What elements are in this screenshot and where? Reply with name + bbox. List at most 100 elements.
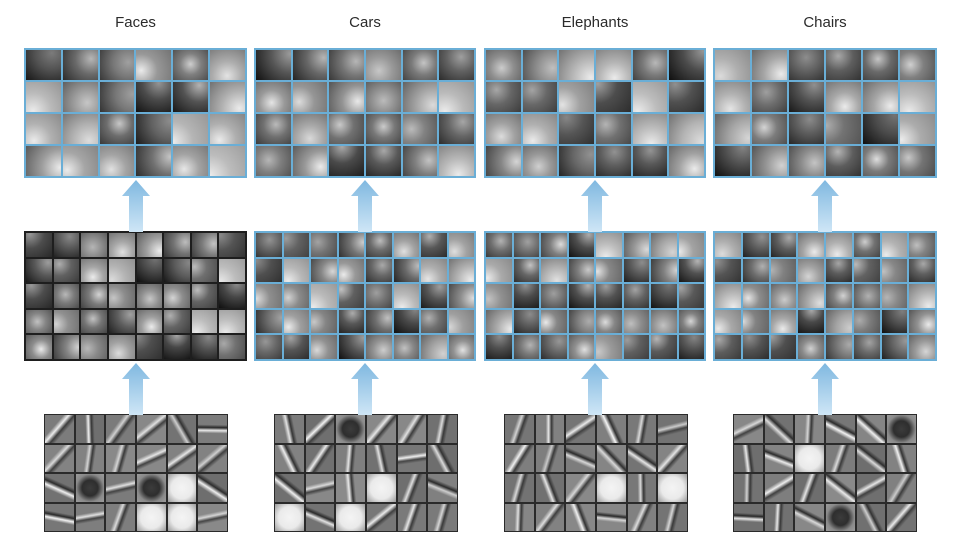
image-patch-tile: [108, 309, 135, 334]
up-arrow-icon: [121, 180, 150, 232]
image-patch-tile: [568, 233, 594, 257]
column-title-elephants: Elephants: [561, 14, 629, 31]
edge-filter-tile: [305, 503, 335, 531]
edge-filter-tile: [366, 415, 396, 443]
edge-filter-tile: [275, 415, 304, 443]
image-patch-tile: [678, 258, 704, 283]
image-patch-tile: [136, 233, 163, 257]
image-patch-tile: [789, 82, 824, 112]
edge-filter-tile: [734, 444, 763, 472]
edge-filters-grid-chairs: [733, 414, 917, 532]
image-patch-tile: [256, 309, 282, 334]
edge-filter-tile: [366, 503, 396, 531]
edge-filter-tile: [658, 415, 687, 443]
image-patch-tile: [623, 258, 649, 283]
edge-filter-tile: [505, 444, 534, 472]
image-patch-tile: [311, 233, 337, 257]
image-patch-tile: [256, 335, 282, 359]
image-patch-tile: [366, 114, 401, 144]
image-patch-tile: [559, 114, 594, 144]
image-patch-tile: [256, 146, 291, 176]
edge-filter-tile: [305, 415, 335, 443]
image-patch-tile: [393, 335, 419, 359]
image-patch-tile: [486, 50, 521, 80]
image-patch-tile: [715, 82, 750, 112]
image-patch-tile: [909, 335, 935, 359]
image-patch-tile: [513, 309, 539, 334]
edge-filter-tile: [106, 474, 135, 502]
mid-level-features-grid-chairs: [713, 231, 937, 361]
image-patch-tile: [909, 233, 935, 257]
image-patch-tile: [669, 82, 704, 112]
image-patch-tile: [596, 309, 622, 334]
image-patch-tile: [486, 258, 512, 283]
image-patch-tile: [715, 284, 741, 308]
edge-filter-tile: [45, 415, 74, 443]
image-patch-tile: [486, 146, 521, 176]
image-patch-tile: [651, 335, 677, 359]
image-patch-tile: [770, 309, 797, 334]
edge-filter-tile: [825, 444, 855, 472]
image-patch-tile: [448, 284, 474, 308]
image-patch-tile: [651, 284, 677, 308]
edge-filter-tile: [856, 503, 886, 531]
edge-filter-tile: [856, 474, 886, 502]
image-patch-tile: [715, 309, 741, 334]
image-patch-tile: [26, 50, 61, 80]
column-title-chairs: Chairs: [803, 14, 847, 31]
edge-filter-tile: [856, 444, 886, 472]
object-parts-grid-elephants: [484, 48, 706, 178]
image-patch-tile: [26, 82, 61, 112]
edge-filter-tile: [535, 444, 565, 472]
image-patch-tile: [900, 146, 935, 176]
edge-filter-tile: [45, 474, 74, 502]
image-patch-tile: [283, 284, 309, 308]
image-patch-tile: [26, 114, 61, 144]
image-patch-tile: [338, 335, 364, 359]
image-patch-tile: [191, 284, 218, 308]
image-patch-tile: [53, 284, 80, 308]
edge-filter-tile: [535, 415, 565, 443]
image-patch-tile: [559, 82, 594, 112]
image-patch-tile: [798, 233, 824, 257]
image-patch-tile: [402, 50, 438, 80]
image-patch-tile: [210, 50, 245, 80]
edge-filter-tile: [275, 503, 304, 531]
image-patch-tile: [219, 284, 245, 308]
edge-filter-tile: [136, 474, 166, 502]
image-patch-tile: [798, 335, 824, 359]
edge-filter-tile: [505, 503, 534, 531]
image-patch-tile: [678, 233, 704, 257]
image-patch-tile: [292, 50, 328, 80]
image-patch-tile: [256, 82, 291, 112]
edge-filter-tile: [887, 415, 916, 443]
image-patch-tile: [678, 309, 704, 334]
image-patch-tile: [669, 146, 704, 176]
image-patch-tile: [329, 146, 364, 176]
image-patch-tile: [623, 335, 649, 359]
image-patch-tile: [108, 258, 135, 283]
edge-filter-tile: [825, 415, 855, 443]
edge-filter-tile: [887, 444, 916, 472]
edge-filter-tile: [167, 503, 197, 531]
image-patch-tile: [311, 335, 337, 359]
edge-filter-tile: [887, 474, 916, 502]
image-patch-tile: [486, 309, 512, 334]
edge-filter-tile: [167, 444, 197, 472]
image-patch-tile: [853, 284, 880, 308]
image-patch-tile: [256, 258, 282, 283]
image-patch-tile: [541, 284, 567, 308]
image-patch-tile: [366, 284, 392, 308]
up-arrow-icon: [581, 180, 609, 232]
image-patch-tile: [366, 309, 392, 334]
image-patch-tile: [596, 258, 622, 283]
image-patch-tile: [863, 50, 898, 80]
column-title-faces: Faces: [115, 14, 156, 31]
image-patch-tile: [448, 258, 474, 283]
edge-filter-tile: [198, 474, 227, 502]
image-patch-tile: [108, 284, 135, 308]
edge-filter-tile: [825, 503, 855, 531]
image-patch-tile: [366, 335, 392, 359]
image-patch-tile: [853, 335, 880, 359]
image-patch-tile: [798, 309, 824, 334]
